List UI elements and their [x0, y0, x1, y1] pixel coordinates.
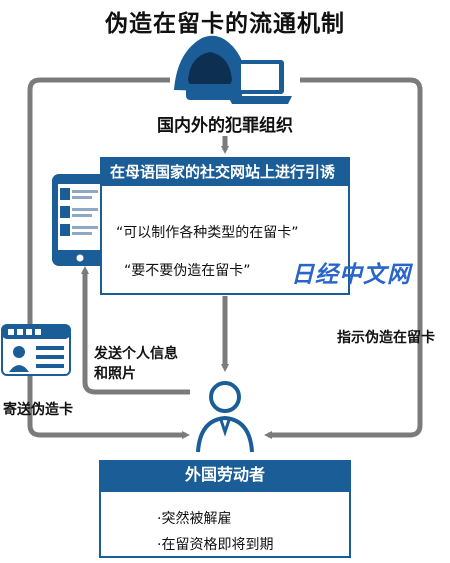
- sns-lure-box: 在母语国家的社交网站上进行引诱 “可以制作各种类型的在留卡” “要不要伪造在留卡…: [100, 157, 350, 295]
- mail-card-label: 寄送伪造卡: [3, 402, 73, 418]
- lure-quote: “可以制作各种类型的在留卡”: [116, 225, 299, 241]
- hooded-person-icon: [174, 35, 247, 100]
- instruct-arrow: [264, 77, 423, 439]
- send-info-arrow: [81, 266, 190, 395]
- foreign-worker-box: 外国劳动者 ·突然被解雇 ·在留资格即将到期: [99, 460, 351, 558]
- mail-card-arrow: [27, 77, 190, 439]
- laptop-icon: [228, 60, 292, 104]
- residence-card-icon: [1, 324, 71, 376]
- watermark-logo: 日经中文网: [291, 262, 411, 288]
- criminal-organization-label: 国内外的犯罪组织: [157, 116, 293, 136]
- foreign-worker-header: 外国劳动者: [101, 462, 349, 492]
- sns-lure-header: 在母语国家的社交网站上进行引诱: [102, 159, 348, 186]
- person-icon: [196, 381, 254, 453]
- lure-quote: “要不要伪造在留卡”: [124, 263, 251, 279]
- send-info-label: 发送个人信息 和照片: [94, 346, 178, 382]
- phone-icon: [52, 174, 108, 266]
- instruct-forgery-label: 指示伪造在留卡: [337, 330, 435, 346]
- worker-situation: ·突然被解雇: [157, 511, 232, 527]
- diagram-title: 伪造在留卡的流通机制: [105, 11, 345, 37]
- worker-situation: ·在留资格即将到期: [157, 537, 274, 553]
